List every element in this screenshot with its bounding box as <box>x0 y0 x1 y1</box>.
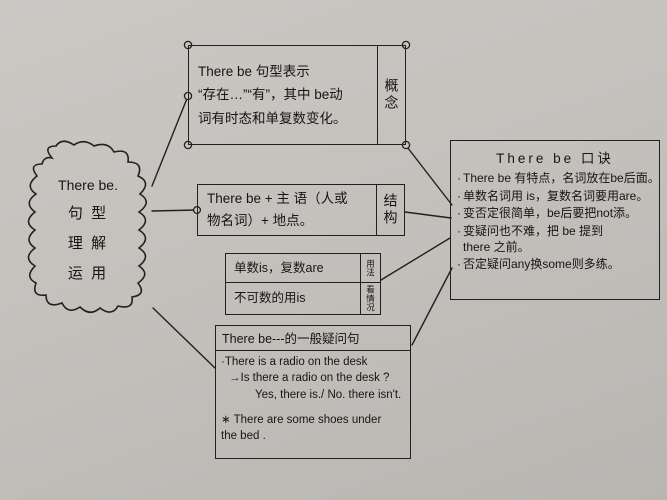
concept-body: There be 句型表示 “存在…”“有”，其中 be动 词有时态和单复数变化… <box>189 46 377 144</box>
usage-row-1-text: 不可数的用is <box>234 291 306 306</box>
cloud-shape <box>27 140 148 314</box>
usage-row-0-tag: 用法 <box>360 254 380 282</box>
usage-row-0-body: 单数is，复数are <box>226 254 360 282</box>
formula-item-1: ·单数名词用 is，复数名词要用are。 <box>457 188 655 205</box>
formula-item-last-text: 否定疑问any换some则多练。 <box>463 256 620 271</box>
example-line-0: ·There is a radio on the desk <box>221 356 368 368</box>
concept-line-0: There be 句型表示 <box>198 63 310 79</box>
examples-title: There be---的一般疑问句 <box>216 326 410 351</box>
node-formula[interactable]: There be 口诀 ·There be 有特点，名词放在be后面。 ·单数名… <box>450 140 660 300</box>
formula-item-2-text: 变否定很简单，be后要把not添。 <box>463 206 638 221</box>
bullet-icon: · <box>457 188 461 203</box>
central-line-0: There be. <box>58 177 118 193</box>
examples-body: ·There is a radio on the desk →Is there … <box>216 351 410 445</box>
formula-item-3-text: 变疑问也不难，把 be 提到 <box>463 223 604 238</box>
concept-tag: 概念 <box>377 46 405 144</box>
bullet-icon: · <box>457 256 461 271</box>
concept-line-1: “存在…”“有”，其中 be动 <box>198 87 343 103</box>
bullet-icon: · <box>457 223 461 238</box>
usage-row-0-text: 单数is，复数are <box>234 260 324 275</box>
usage-row-1-body: 不可数的用is <box>226 283 360 314</box>
formula-item-2: ·变否定很简单，be后要把not添。 <box>457 205 655 222</box>
bullet-icon: · <box>457 171 461 185</box>
node-concept[interactable]: There be 句型表示 “存在…”“有”，其中 be动 词有时态和单复数变化… <box>188 45 406 145</box>
example-line-4: ∗ There are some shoes under <box>221 413 382 426</box>
central-topic-text: There be. 句 型 理 解 运 用 <box>22 140 154 316</box>
central-line-2: 理 解 <box>67 235 109 252</box>
formula-continuation: there 之前。 <box>463 240 530 255</box>
central-line-3: 运 用 <box>67 265 109 282</box>
usage-row-1-tag: 看情况 <box>360 283 380 314</box>
formula-item-3: ·变疑问也不难，把 be 提到 <box>457 223 655 240</box>
node-examples[interactable]: There be---的一般疑问句 ·There is a radio on t… <box>215 325 411 459</box>
central-line-1: 句 型 <box>67 205 109 222</box>
structure-tag: 结构 <box>376 185 404 235</box>
central-topic-cloud[interactable]: There be. 句 型 理 解 运 用 <box>22 140 154 316</box>
formula-item-0-text: There be 有特点，名词放在be后面。 <box>463 171 660 185</box>
concept-line-2: 词有时态和单复数变化。 <box>198 110 347 126</box>
node-structure[interactable]: There be + 主 语（人或 物名词）+ 地点。 结构 <box>197 184 405 236</box>
structure-body: There be + 主 语（人或 物名词）+ 地点。 <box>198 185 376 235</box>
example-line-5: the bed . <box>221 430 266 443</box>
node-usage[interactable]: 单数is，复数are 用法 不可数的用is 看情况 <box>225 253 381 315</box>
example-spacer <box>221 403 406 412</box>
formula-item-0: ·There be 有特点，名词放在be后面。 <box>457 170 660 187</box>
structure-line-0: There be + 主 语（人或 <box>207 191 348 207</box>
formula-item-last: ·否定疑问any换some则多练。 <box>457 256 655 273</box>
structure-line-1: 物名词）+ 地点。 <box>207 213 314 228</box>
formula-list: ·There be 有特点，名词放在be后面。 ·单数名词用 is，复数名词要用… <box>451 170 660 273</box>
usage-row-1: 不可数的用is 看情况 <box>226 282 380 314</box>
example-line-2: Yes, there is./ No. there isn't. <box>255 388 402 401</box>
formula-item-1-text: 单数名词用 is，复数名词要用are。 <box>463 188 649 203</box>
usage-row-0: 单数is，复数are 用法 <box>226 254 380 282</box>
formula-title: There be 口诀 <box>496 151 614 166</box>
bullet-icon: · <box>457 206 461 221</box>
example-line-1: →Is there a radio on the desk ? <box>229 372 390 385</box>
